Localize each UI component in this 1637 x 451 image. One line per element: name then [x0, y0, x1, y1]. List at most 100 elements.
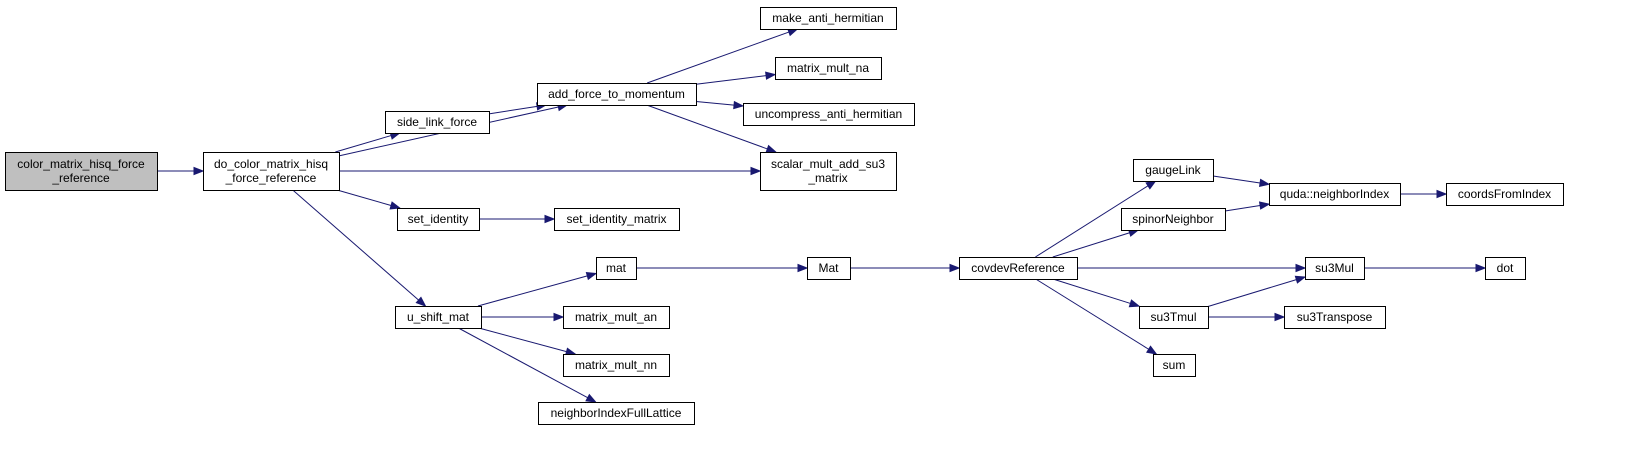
node-color-matrix-hisq-force-reference[interactable]: color_matrix_hisq_force_reference	[5, 152, 158, 191]
node-label: quda::neighborIndex	[1280, 187, 1389, 201]
edge-mat-to-mat	[636, 263, 809, 273]
node-box	[807, 257, 851, 280]
node-box	[537, 83, 697, 106]
edge-do-color-matrix-hisq-force-reference-to-set-identity	[336, 189, 402, 210]
node-make-anti-hermitian[interactable]: make_anti_hermitian	[760, 7, 897, 30]
node-box	[1153, 354, 1196, 377]
node-matrix-mult-nn[interactable]: matrix_mult_nn	[563, 354, 670, 377]
node-label: set_identity	[408, 212, 469, 226]
node-label: side_link_force	[397, 115, 477, 129]
node-side-link-force[interactable]: side_link_force	[385, 111, 490, 134]
edge-covdev-reference-to-spinor-neighbor	[1052, 228, 1140, 258]
edge-covdev-reference-to-su3mul	[1077, 263, 1307, 273]
node-box	[959, 257, 1078, 280]
node-matrix-mult-na[interactable]: matrix_mult_na	[775, 57, 882, 80]
edge-su3tmul-to-su3transpose	[1208, 312, 1286, 322]
node-quda-neighbor-index[interactable]: quda::neighborIndex	[1269, 183, 1401, 206]
node-coords-from-index[interactable]: coordsFromIndex	[1446, 183, 1564, 206]
edge-spinor-neighbor-to-quda-neighbor-index	[1224, 201, 1271, 212]
node-label: _reference	[51, 171, 110, 185]
node-sum[interactable]: sum	[1153, 354, 1196, 377]
node-box	[1139, 306, 1209, 329]
node-label: gaugeLink	[1145, 163, 1201, 177]
node-su3transpose[interactable]: su3Transpose	[1284, 306, 1386, 329]
node-label: mat	[606, 261, 627, 275]
node-box	[743, 103, 915, 126]
node-box	[1133, 159, 1214, 182]
node-box	[760, 152, 897, 191]
nodes-layer: color_matrix_hisq_force_reference do_colo…	[5, 7, 1564, 425]
node-box	[760, 7, 897, 30]
edge-quda-neighbor-index-to-coords-from-index	[1400, 189, 1448, 199]
node-label: su3Tmul	[1150, 310, 1196, 324]
node-matrix-mult-an[interactable]: matrix_mult_an	[563, 306, 670, 329]
node-do-color-matrix-hisq-force-reference[interactable]: do_color_matrix_hisq_force_reference	[203, 152, 340, 191]
node-box	[563, 354, 670, 377]
edge-covdev-reference-to-sum	[1035, 278, 1158, 355]
node-label: sum	[1163, 358, 1186, 372]
edge-su3mul-to-dot	[1364, 263, 1487, 273]
node-label: dot	[1497, 261, 1514, 275]
node-box	[385, 111, 490, 134]
node-label: su3Transpose	[1297, 310, 1373, 324]
node-label: su3Mul	[1315, 261, 1354, 275]
node-box	[395, 306, 482, 329]
edge-do-color-matrix-hisq-force-reference-to-scalar-mult-add-su3-matrix	[339, 166, 762, 176]
edge-gauge-link-to-quda-neighbor-index	[1212, 175, 1271, 188]
node-su3tmul[interactable]: su3Tmul	[1139, 306, 1209, 329]
node-box	[397, 208, 480, 231]
node-box	[1269, 183, 1401, 206]
node-label: covdevReference	[971, 261, 1065, 275]
node-neighbor-index-full-lattice[interactable]: neighborIndexFullLattice	[538, 402, 695, 425]
node-scalar-mult-add-su3-matrix[interactable]: scalar_mult_add_su3_matrix	[760, 152, 897, 191]
node-set-identity[interactable]: set_identity	[397, 208, 480, 231]
edge-covdev-reference-to-su3tmul	[1052, 278, 1141, 308]
node-dot[interactable]: dot	[1485, 257, 1526, 280]
node-mat[interactable]: mat	[596, 257, 637, 280]
edge-add-force-to-momentum-to-matrix-mult-na	[695, 71, 777, 85]
node-box	[1485, 257, 1526, 280]
node-su3mul[interactable]: su3Mul	[1305, 257, 1365, 280]
node-box	[1284, 306, 1386, 329]
node-spinor-neighbor[interactable]: spinorNeighbor	[1121, 208, 1226, 231]
node-u-shift-mat[interactable]: u_shift_mat	[395, 306, 482, 329]
edge-u-shift-mat-to-matrix-mult-an	[481, 312, 565, 322]
node-label: scalar_mult_add_su3	[771, 157, 885, 171]
node-label: Mat	[818, 261, 839, 275]
node-label: _matrix	[807, 171, 847, 185]
node-mat[interactable]: Mat	[807, 257, 851, 280]
node-box	[538, 402, 695, 425]
node-label: coordsFromIndex	[1458, 187, 1551, 201]
node-box	[596, 257, 637, 280]
node-label: matrix_mult_an	[575, 310, 657, 324]
edge-u-shift-mat-to-matrix-mult-nn	[478, 327, 577, 356]
edge-u-shift-mat-to-neighbor-index-full-lattice	[458, 327, 597, 403]
edges-layer	[157, 28, 1487, 403]
node-label: uncompress_anti_hermitian	[755, 107, 902, 121]
node-box	[1305, 257, 1365, 280]
node-label: spinorNeighbor	[1132, 212, 1213, 226]
node-label: matrix_mult_nn	[575, 358, 657, 372]
node-box	[563, 306, 670, 329]
node-box	[1121, 208, 1226, 231]
edge-add-force-to-momentum-to-make-anti-hermitian	[646, 28, 799, 84]
node-box	[554, 208, 680, 231]
node-box	[1446, 183, 1564, 206]
edge-su3tmul-to-su3mul	[1207, 275, 1307, 307]
edge-add-force-to-momentum-to-uncompress-anti-hermitian	[695, 100, 745, 110]
edge-do-color-matrix-hisq-force-reference-to-u-shift-mat	[292, 189, 427, 307]
node-label: u_shift_mat	[407, 310, 470, 324]
node-box	[5, 152, 158, 191]
node-label: set_identity_matrix	[566, 212, 666, 226]
node-label: do_color_matrix_hisq	[214, 157, 328, 171]
node-uncompress-anti-hermitian[interactable]: uncompress_anti_hermitian	[743, 103, 915, 126]
edge-u-shift-mat-to-mat	[477, 271, 598, 307]
node-label: make_anti_hermitian	[772, 11, 883, 25]
node-label: matrix_mult_na	[787, 61, 869, 75]
edge-set-identity-to-set-identity-matrix	[479, 214, 556, 224]
node-set-identity-matrix[interactable]: set_identity_matrix	[554, 208, 680, 231]
node-covdev-reference[interactable]: covdevReference	[959, 257, 1078, 280]
node-add-force-to-momentum[interactable]: add_force_to_momentum	[537, 83, 697, 106]
node-gauge-link[interactable]: gaugeLink	[1133, 159, 1214, 182]
